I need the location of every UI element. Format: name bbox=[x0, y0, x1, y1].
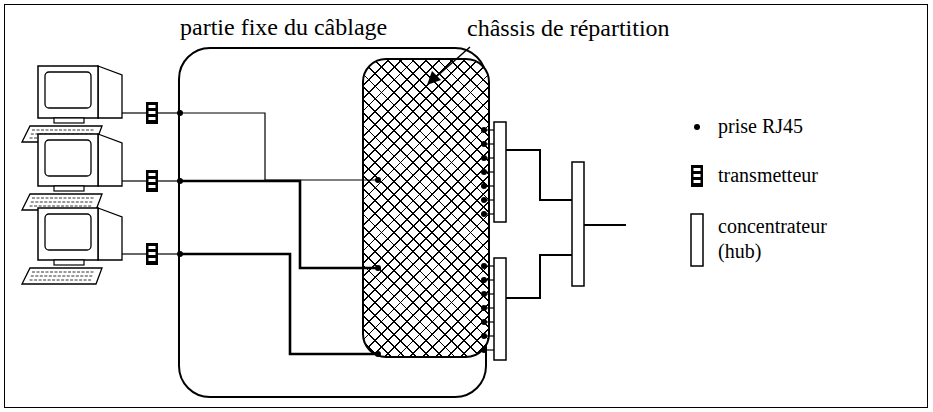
legend-rj45-sample bbox=[694, 124, 700, 130]
computer-icon bbox=[22, 134, 122, 210]
rj45-socket bbox=[481, 169, 487, 175]
arrow-head bbox=[427, 71, 441, 85]
monitor-front bbox=[38, 208, 98, 260]
monitor-screen bbox=[45, 72, 91, 108]
transmitter-slot bbox=[694, 180, 701, 183]
fixed-cabling-area: partie fixe du câblagechâssis de réparti… bbox=[178, 47, 487, 398]
legend-entry: prise RJ45 bbox=[718, 114, 848, 139]
patch-cord bbox=[122, 253, 146, 254]
rj45-socket bbox=[481, 211, 487, 217]
uplink-cable bbox=[584, 224, 626, 226]
leader-line bbox=[436, 47, 470, 77]
monitor-base bbox=[54, 186, 84, 191]
transmitter-slot bbox=[149, 179, 156, 182]
keyboard-keys bbox=[32, 272, 94, 273]
keyboard-keys bbox=[31, 202, 93, 203]
rj45-socket bbox=[481, 127, 487, 133]
computer-icon bbox=[22, 66, 122, 142]
rj45-socket bbox=[177, 178, 183, 184]
rj45-socket bbox=[375, 351, 381, 357]
patch-cord bbox=[122, 112, 146, 113]
rj45-socket bbox=[481, 277, 487, 283]
uplink-cable bbox=[506, 255, 572, 298]
rj45-socket bbox=[481, 291, 487, 297]
transmitter-symbol bbox=[146, 243, 158, 265]
rj45-socket bbox=[481, 141, 487, 147]
transmitter-symbol bbox=[146, 102, 158, 124]
transmitter-slot bbox=[149, 117, 156, 120]
transmitter-body bbox=[146, 243, 158, 265]
patch-panel: châssis de répartition bbox=[362, 58, 490, 358]
hub-symbol bbox=[691, 214, 703, 266]
fixed-cable bbox=[180, 254, 378, 354]
rj45-socket bbox=[481, 197, 487, 203]
patch-cord bbox=[158, 112, 180, 113]
rj45-socket bbox=[375, 177, 381, 183]
legend-entry: transmetteur bbox=[718, 163, 848, 188]
legend-text: concentrateur (hub) bbox=[718, 214, 848, 264]
transmitter-slot bbox=[149, 252, 156, 255]
rj45-socket bbox=[177, 110, 183, 116]
transmitter-slot bbox=[149, 105, 156, 108]
legend-text: prise RJ45 bbox=[718, 114, 848, 139]
monitor-front bbox=[38, 66, 98, 118]
rj45-socket bbox=[481, 155, 487, 161]
computer-icon bbox=[22, 208, 122, 284]
patch-cord bbox=[158, 180, 180, 181]
hub-symbol bbox=[494, 122, 506, 222]
monitor-side bbox=[98, 134, 122, 186]
transmitter-symbol bbox=[146, 170, 158, 192]
transmitter-slot bbox=[149, 246, 156, 249]
transmitter-body bbox=[146, 170, 158, 192]
rj45-socket bbox=[481, 333, 487, 339]
rj45-socket bbox=[481, 183, 487, 189]
transmitter-slot bbox=[149, 258, 156, 261]
keyboard bbox=[22, 268, 102, 284]
outer-frame bbox=[5, 5, 928, 408]
keyboard-keys bbox=[30, 206, 92, 207]
keyboard-keys bbox=[32, 130, 94, 131]
transmitter-slot bbox=[149, 111, 156, 114]
monitor-side bbox=[98, 66, 122, 118]
hub-symbol bbox=[494, 258, 506, 360]
transmitter-symbol bbox=[691, 165, 703, 187]
panel-label: châssis de répartition bbox=[467, 14, 591, 42]
patch-cord bbox=[122, 180, 146, 181]
keyboard-keys bbox=[31, 276, 93, 277]
monitor-screen bbox=[45, 214, 91, 250]
transmitter-body bbox=[691, 165, 703, 187]
fixed-cable bbox=[180, 113, 378, 180]
monitor-front bbox=[38, 134, 98, 186]
keyboard-keys bbox=[30, 280, 92, 281]
monitor-base bbox=[54, 118, 84, 123]
keyboard-keys bbox=[32, 198, 94, 199]
hub-symbol bbox=[572, 162, 584, 286]
area-heading: partie fixe du câblage bbox=[180, 13, 485, 41]
legend-text: transmetteur bbox=[718, 163, 848, 188]
legend-entry: concentrateur (hub) bbox=[718, 214, 848, 264]
uplink-cable bbox=[506, 150, 572, 200]
rj45-socket bbox=[481, 263, 487, 269]
transmitter-body bbox=[146, 102, 158, 124]
rj45-socket bbox=[177, 251, 183, 257]
rj45-socket bbox=[481, 319, 487, 325]
transmitter-slot bbox=[149, 173, 156, 176]
monitor-base bbox=[54, 260, 84, 265]
transmitter-slot bbox=[694, 168, 701, 171]
monitor-screen bbox=[45, 140, 91, 176]
rj45-socket bbox=[375, 265, 381, 271]
monitor-side bbox=[98, 208, 122, 260]
rj45-socket bbox=[481, 347, 487, 353]
transmitter-slot bbox=[149, 185, 156, 188]
transmitter-slot bbox=[694, 174, 701, 177]
patch-cord bbox=[158, 253, 180, 254]
rj45-socket bbox=[481, 305, 487, 311]
